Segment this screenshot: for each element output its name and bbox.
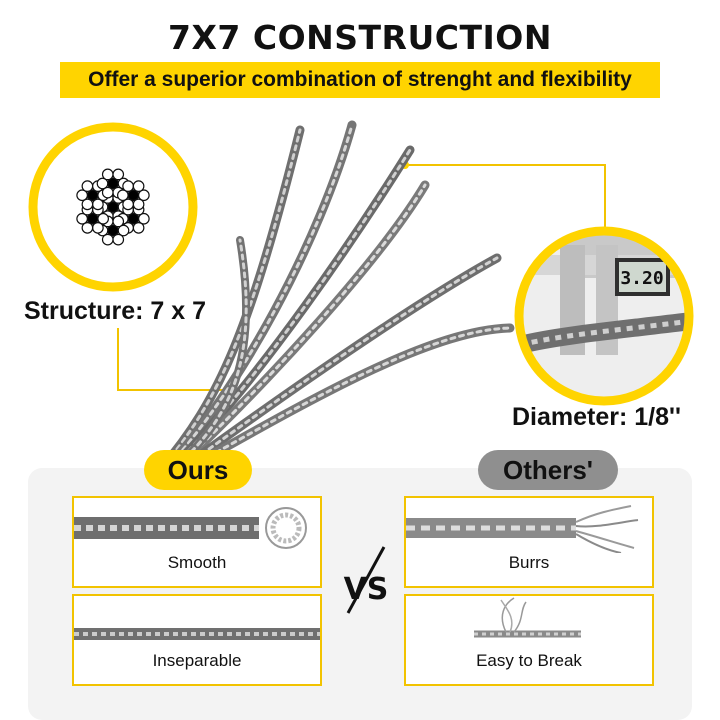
wire-5-5 [101, 168, 114, 181]
burrs-cable-image [406, 505, 639, 553]
versus-mark: VS [344, 546, 389, 614]
wire-5-6 [112, 168, 125, 181]
wire-2-2 [112, 233, 125, 246]
wire-1-2 [132, 221, 145, 234]
leader-lines [117, 164, 606, 391]
wire-6-6 [132, 180, 145, 193]
card-ours-smooth: Smooth [72, 496, 322, 588]
wire-4-5 [81, 180, 94, 193]
ours-tag: Ours [144, 450, 252, 490]
wire-2-1 [117, 224, 130, 237]
card-others-break: Easy to Break [404, 594, 654, 686]
card-label-smooth: Smooth [167, 553, 227, 572]
wire-3-3 [81, 221, 94, 234]
card-others-burrs: Burrs [404, 496, 654, 588]
wire-3-1 [97, 212, 109, 225]
smooth-cable-image [74, 507, 307, 549]
wire-6-4 [117, 189, 129, 202]
caliper-photo: 3.20 [514, 226, 694, 406]
tagline-banner: Offer a superior combination of strenght… [60, 62, 660, 98]
diameter-label: Diameter: 1/8'' [512, 403, 681, 431]
wire-1-1 [138, 212, 150, 225]
wire-6-5 [122, 180, 134, 193]
wire-3-2 [92, 221, 104, 234]
wire-2-6 [112, 215, 125, 228]
wire-2-3 [101, 233, 114, 246]
caliper-reading: 3.20 [620, 268, 663, 289]
inseparable-cable-image [74, 628, 320, 640]
wire-6-1 [138, 189, 150, 202]
wire-6-2 [132, 198, 145, 211]
card-label-inseparable: Inseparable [152, 651, 242, 670]
structure-label: Structure: 7 x 7 [24, 297, 207, 325]
wire-4-3 [81, 198, 94, 211]
broken-cable-image [474, 597, 581, 638]
wire-5-4 [96, 177, 109, 190]
card-label-burrs: Burrs [508, 553, 550, 572]
wire-3-4 [76, 212, 88, 225]
wire-6-3 [122, 198, 134, 211]
others-tag: Others' [478, 450, 618, 490]
cable-illustration: 3.20 [28, 120, 694, 470]
page-title: 7X7 CONSTRUCTION [168, 18, 552, 57]
cross-section-diagram [28, 122, 198, 292]
card-ours-inseparable: Inseparable [72, 594, 322, 686]
versus-text: VS [344, 572, 389, 607]
wire-5-3 [101, 186, 114, 199]
card-label-break: Easy to Break [476, 651, 582, 670]
cable-strands [155, 120, 515, 470]
wire-4-4 [76, 189, 88, 202]
tagline-text: Offer a superior combination of strenght… [88, 68, 632, 91]
wire-4-2 [92, 198, 104, 211]
